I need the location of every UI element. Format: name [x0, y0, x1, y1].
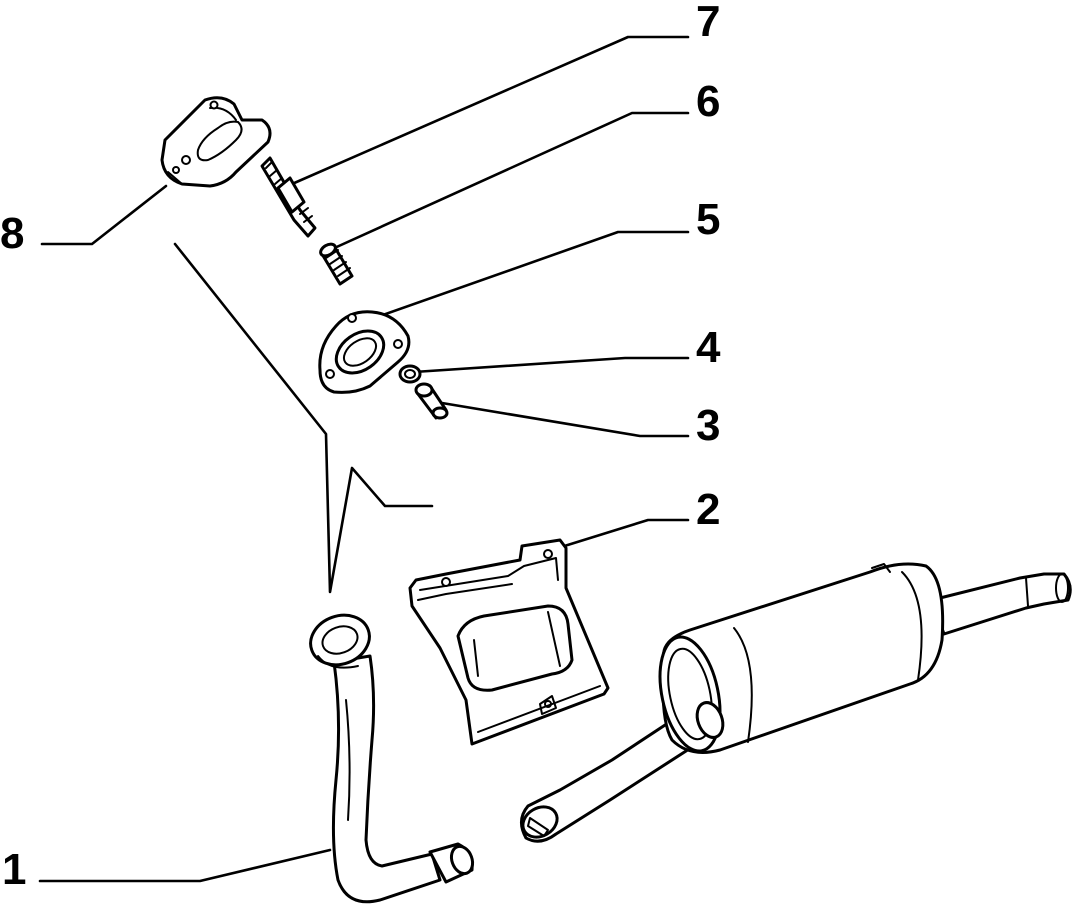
callout-label-3: 3: [696, 401, 720, 450]
leader-line-2: [556, 518, 690, 550]
leader-line-4: [412, 356, 690, 374]
leader-lines: [38, 35, 690, 883]
assembly-guide-line: [173, 242, 434, 594]
bracket-part-8: [160, 96, 272, 188]
washer-part-4: [398, 364, 422, 384]
callout-label-6: 6: [696, 77, 720, 126]
stud-part-7: [260, 156, 317, 238]
callout-label-5: 5: [696, 195, 720, 244]
heat-shield-part-2: [408, 538, 610, 746]
leader-line-7: [290, 35, 690, 186]
callout-label-2: 2: [696, 485, 720, 534]
callout-label-8: 8: [0, 209, 24, 258]
front-pipe-part-1: [309, 613, 475, 904]
nut-part-6: [319, 242, 354, 286]
leader-line-1: [38, 848, 332, 883]
flange-part-5: [318, 310, 411, 394]
callout-label-7: 7: [696, 0, 720, 46]
leader-line-6: [328, 111, 690, 252]
leader-line-8: [40, 184, 168, 246]
leader-line-3: [434, 400, 690, 438]
nut-part-3: [414, 382, 449, 420]
callout-labels: 7 6 5 4 3 2 8 1: [0, 0, 721, 894]
callout-label-1: 1: [2, 845, 26, 894]
muffler-assembly: [520, 562, 1072, 843]
leader-line-5: [378, 230, 690, 318]
callout-label-4: 4: [696, 323, 721, 372]
